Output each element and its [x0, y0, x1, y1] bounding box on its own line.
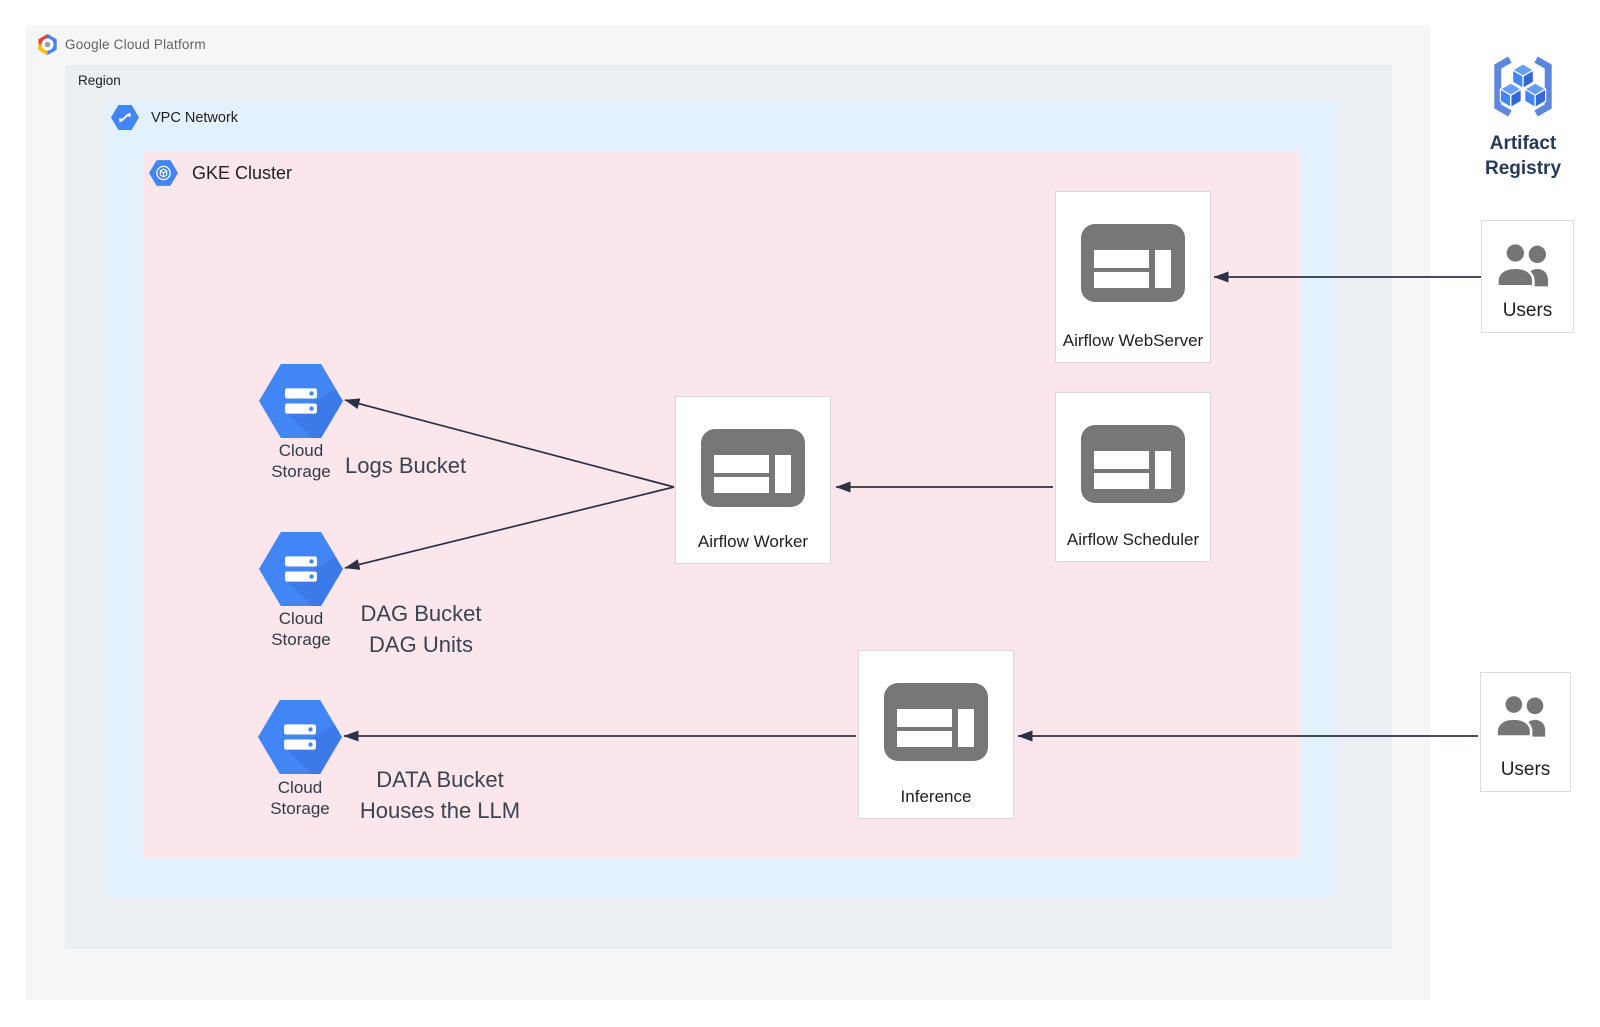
gcp-brand: Google Cloud Platform [36, 33, 206, 56]
node-label: Airflow Scheduler [1066, 530, 1200, 549]
gke-header: GKE Cluster [149, 160, 292, 186]
browser-window-icon [884, 683, 988, 761]
cloud-storage-label: Cloud Storage [270, 778, 330, 818]
browser-window-icon [1081, 224, 1185, 302]
bucket-title-line: DATA Bucket [376, 767, 504, 792]
gke-label: GKE Cluster [192, 162, 293, 183]
users-icon [1496, 241, 1560, 293]
vpc-label: VPC Network [151, 109, 239, 126]
node-label: Airflow WebServer [1062, 331, 1204, 350]
gcp-logo-icon [38, 33, 57, 56]
data-bucket-title: DATA Bucket Houses the LLM [349, 764, 531, 826]
browser-window-icon [701, 429, 805, 507]
node-label: Airflow Worker [697, 532, 809, 551]
node-airflow-scheduler: Airflow Scheduler [1055, 392, 1211, 562]
bucket-subtitle-line: DAG Units [369, 632, 473, 657]
bucket-subtitle-line: Houses the LLM [359, 798, 521, 823]
browser-window-icon [1081, 425, 1185, 503]
users-label: Users [1502, 300, 1553, 321]
users-label: Users [1500, 759, 1551, 780]
cloud-storage-icon-dag [259, 532, 343, 606]
node-airflow-worker: Airflow Worker [675, 396, 831, 564]
cloud-storage-label: Cloud Storage [271, 441, 331, 481]
vpc-header: VPC Network [111, 105, 238, 130]
dag-bucket-title: DAG Bucket DAG Units [341, 598, 501, 660]
cloud-storage-icon-logs [259, 364, 343, 438]
brand-label: Google Cloud Platform [65, 37, 206, 52]
artifact-registry-label: Artifact Registry [1484, 133, 1562, 179]
node-label: Inference [900, 787, 972, 806]
cloud-storage-icon-data [258, 700, 342, 774]
bucket-title-line: DAG Bucket [360, 601, 482, 626]
bucket-title-line: Logs Bucket [345, 453, 467, 478]
node-airflow-webserver: Airflow WebServer [1055, 191, 1211, 363]
region-label: Region [78, 73, 121, 88]
users-bottom-box: Users [1480, 672, 1571, 792]
node-inference: Inference [858, 650, 1014, 819]
gke-cluster-icon [149, 160, 178, 186]
artifact-registry-icon [1483, 54, 1563, 126]
cloud-storage-label: Cloud Storage [271, 609, 331, 649]
users-icon [1495, 693, 1557, 743]
logs-bucket-title: Logs Bucket [345, 450, 466, 481]
vpc-network-icon [111, 105, 139, 130]
users-top-box: Users [1481, 220, 1574, 333]
